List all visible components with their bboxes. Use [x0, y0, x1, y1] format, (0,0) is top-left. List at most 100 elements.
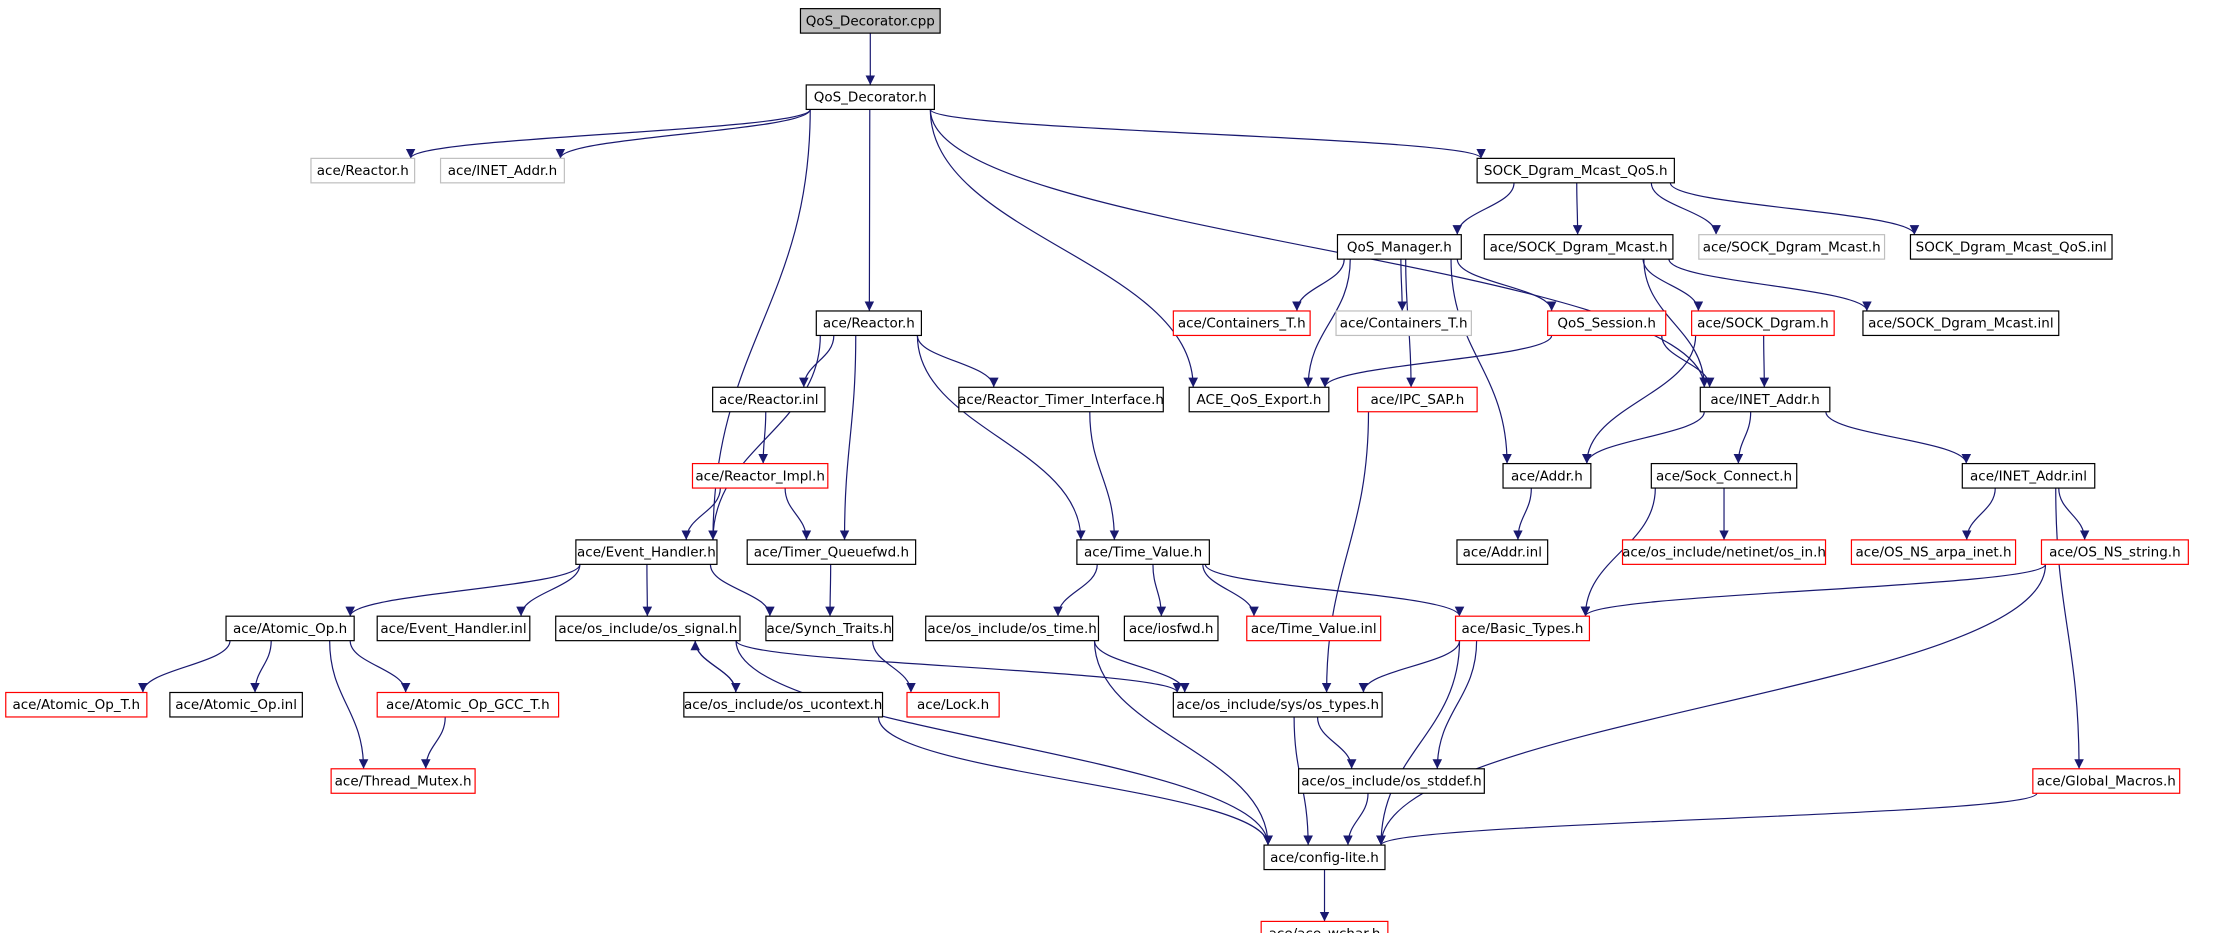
node-box[interactable] — [1476, 157, 1675, 184]
graph-node[interactable]: ace/Addr.inl — [1456, 539, 1549, 565]
graph-node[interactable]: QoS_Decorator.h — [805, 84, 935, 111]
graph-node[interactable]: QoS_Session.h — [1547, 310, 1667, 337]
node-box[interactable] — [330, 768, 476, 794]
graph-node[interactable]: ace/Sock_Connect.h — [1650, 462, 1798, 489]
node-box[interactable] — [815, 310, 923, 337]
graph-node[interactable]: SOCK_Dgram_Mcast_QoS.inl — [1909, 234, 2113, 260]
node-box[interactable] — [1699, 386, 1831, 413]
node-box[interactable] — [310, 157, 416, 184]
graph-node[interactable]: ace/IPC_SAP.h — [1357, 386, 1478, 413]
graph-node[interactable]: ace/Reactor.h — [310, 157, 416, 184]
node-box[interactable] — [1076, 539, 1210, 565]
node-box[interactable] — [555, 615, 741, 642]
node-box[interactable] — [1547, 310, 1667, 337]
graph-node[interactable]: ace/Atomic_Op.inl — [169, 691, 303, 718]
graph-node[interactable]: ace/Basic_Types.h — [1454, 615, 1591, 642]
node-box[interactable] — [1483, 234, 1674, 260]
graph-node[interactable]: ace/Time_Value.inl — [1246, 615, 1382, 642]
graph-node[interactable]: ace/os_include/os_time.h — [925, 615, 1100, 642]
graph-node[interactable]: ace/config-lite.h — [1263, 844, 1386, 871]
node-box[interactable] — [1456, 539, 1549, 565]
graph-node[interactable]: ace/os_include/os_ucontext.h — [683, 691, 884, 718]
node-box[interactable] — [765, 615, 894, 642]
graph-node[interactable]: ace/os_include/sys/os_types.h — [1172, 691, 1383, 718]
node-box[interactable] — [1357, 386, 1478, 413]
node-box[interactable] — [805, 84, 935, 111]
node-box[interactable] — [746, 539, 917, 565]
node-box[interactable] — [1297, 768, 1485, 794]
node-box[interactable] — [1454, 615, 1591, 642]
node-box[interactable] — [906, 691, 1000, 718]
node-box[interactable] — [1650, 462, 1798, 489]
graph-node[interactable]: ace/OS_NS_arpa_inet.h — [1850, 539, 2017, 565]
node-box[interactable] — [1172, 691, 1383, 718]
node-box[interactable] — [5, 691, 148, 718]
graph-node[interactable]: ace/Addr.h — [1502, 462, 1592, 489]
node-box[interactable] — [958, 386, 1164, 413]
graph-node[interactable]: ace/Time_Value.h — [1076, 539, 1210, 565]
node-box[interactable] — [169, 691, 303, 718]
graph-node[interactable]: ace/OS_NS_string.h — [2040, 539, 2189, 565]
node-box[interactable] — [1961, 462, 2096, 489]
graph-node[interactable]: ace/Reactor_Timer_Interface.h — [958, 386, 1164, 413]
graph-node[interactable]: ace/SOCK_Dgram_Mcast.h — [1698, 234, 1886, 260]
node-box[interactable] — [1188, 386, 1330, 413]
node-box[interactable] — [1691, 310, 1835, 337]
node-box[interactable] — [1336, 234, 1462, 260]
node-box[interactable] — [225, 615, 355, 642]
graph-node[interactable]: ace/Lock.h — [906, 691, 1000, 718]
node-box[interactable] — [1335, 310, 1472, 337]
graph-node[interactable]: ace/SOCK_Dgram_Mcast.h — [1483, 234, 1674, 260]
graph-node[interactable]: ace/Timer_Queuefwd.h — [746, 539, 917, 565]
graph-node[interactable]: ace/Reactor.h — [815, 310, 923, 337]
graph-node[interactable]: SOCK_Dgram_Mcast_QoS.h — [1476, 157, 1675, 184]
node-box[interactable] — [2040, 539, 2189, 565]
graph-node[interactable]: ace/Containers_T.h — [1172, 310, 1311, 337]
graph-node[interactable]: QoS_Decorator.cpp — [799, 8, 941, 34]
node-box[interactable] — [1698, 234, 1886, 260]
graph-node[interactable]: ACE_QoS_Export.h — [1188, 386, 1330, 413]
node-box[interactable] — [712, 386, 826, 413]
graph-node[interactable]: ace/iosfwd.h — [1123, 615, 1219, 642]
graph-node[interactable]: ace/Reactor.inl — [712, 386, 826, 413]
node-box[interactable] — [575, 539, 718, 565]
graph-node[interactable]: ace/os_include/os_signal.h — [555, 615, 741, 642]
graph-node[interactable]: ace/INET_Addr.inl — [1961, 462, 2096, 489]
graph-node[interactable]: ace/Atomic_Op.h — [225, 615, 355, 642]
node-box[interactable] — [925, 615, 1100, 642]
node-box[interactable] — [1850, 539, 2017, 565]
graph-node[interactable]: ace/INET_Addr.h — [1699, 386, 1831, 413]
graph-node[interactable]: ace/Thread_Mutex.h — [330, 768, 476, 794]
node-box[interactable] — [1263, 844, 1386, 871]
graph-node[interactable]: ace/Reactor_Impl.h — [691, 462, 829, 489]
graph-node[interactable]: ace/Atomic_Op_GCC_T.h — [376, 691, 560, 718]
node-box[interactable] — [1621, 539, 1827, 565]
graph-node[interactable]: ace/SOCK_Dgram_Mcast.inl — [1862, 310, 2060, 337]
graph-node[interactable]: QoS_Manager.h — [1336, 234, 1462, 260]
graph-node[interactable]: ace/os_include/os_stddef.h — [1297, 768, 1485, 794]
graph-node[interactable]: ace/Containers_T.h — [1335, 310, 1472, 337]
graph-node[interactable]: ace/Synch_Traits.h — [765, 615, 894, 642]
graph-node[interactable]: ace/Event_Handler.h — [575, 539, 718, 565]
node-box[interactable] — [1246, 615, 1382, 642]
node-box[interactable] — [691, 462, 829, 489]
node-box[interactable] — [376, 691, 560, 718]
node-box[interactable] — [1909, 234, 2113, 260]
node-box[interactable] — [1123, 615, 1219, 642]
graph-node[interactable]: ace/Global_Macros.h — [2032, 768, 2181, 794]
graph-node[interactable]: ace/ace_wchar.h — [1260, 920, 1389, 933]
node-box[interactable] — [439, 157, 565, 184]
node-box[interactable] — [1502, 462, 1592, 489]
node-box[interactable] — [1862, 310, 2060, 337]
graph-node[interactable]: ace/INET_Addr.h — [439, 157, 565, 184]
graph-node[interactable]: ace/SOCK_Dgram.h — [1691, 310, 1835, 337]
node-box[interactable] — [683, 691, 884, 718]
node-box[interactable] — [1260, 920, 1389, 933]
node-box[interactable] — [1172, 310, 1311, 337]
graph-node[interactable]: ace/Atomic_Op_T.h — [5, 691, 148, 718]
node-box[interactable] — [799, 8, 941, 34]
graph-node[interactable]: ace/Event_Handler.inl — [376, 615, 531, 642]
graph-node[interactable]: ace/os_include/netinet/os_in.h — [1621, 539, 1827, 565]
node-box[interactable] — [2032, 768, 2181, 794]
node-box[interactable] — [376, 615, 531, 642]
